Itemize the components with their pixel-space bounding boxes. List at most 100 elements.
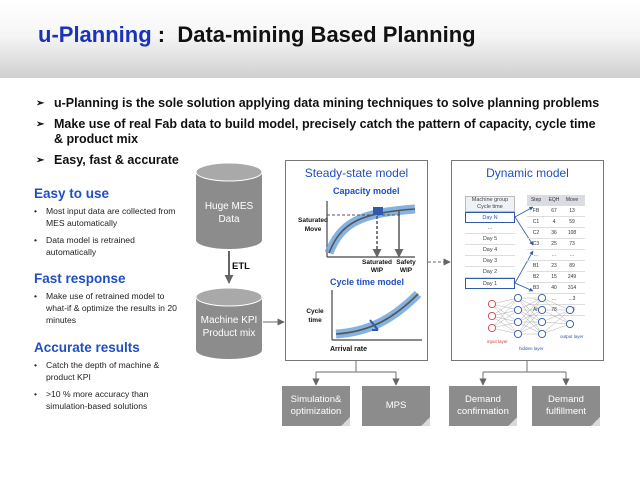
kpi-table-row: ......... — [527, 250, 585, 261]
output-box-label: Demand fulfillment — [545, 394, 587, 417]
item-text: Data model is retrained automatically — [46, 235, 135, 257]
item-text: Catch the depth of machine & product KPI — [46, 360, 160, 382]
nn-edge — [541, 309, 571, 323]
nn-node — [537, 317, 547, 327]
kpi-table-cell: 36 — [551, 230, 557, 236]
kpi-table-cell: 108 — [567, 230, 577, 236]
kpi-table-cell: 73 — [569, 241, 575, 247]
bullet-3: ➢ Easy, fast & accurate — [36, 153, 336, 168]
cycle-time-curve — [331, 290, 422, 341]
item-text: >10 % more accuracy than simulation-base… — [46, 389, 149, 411]
nn-node — [487, 311, 497, 321]
cycle-time-label: Cycle time — [306, 308, 324, 324]
section-heading-accurate: Accurate results — [34, 340, 140, 355]
brand-name: u-Planning — [38, 22, 152, 47]
nn-node — [513, 329, 523, 339]
kpi-cylinder — [195, 287, 263, 359]
kpi-table-cell: 13 — [569, 208, 575, 214]
nn-edge — [517, 297, 543, 323]
bullet-text: Make use of real Fab data to build model… — [54, 117, 596, 146]
output-box-corner — [591, 417, 600, 426]
nn-node — [537, 293, 547, 303]
nn-edge — [541, 323, 571, 335]
nn-node — [513, 293, 523, 303]
section-item: • >10 % more accuracy than simulation-ba… — [34, 388, 184, 412]
output-box-corner — [508, 417, 517, 426]
kpi-table-cell: B3 — [532, 285, 540, 291]
nn-edge — [517, 297, 543, 311]
kpi-table-cell: 59 — [569, 219, 575, 225]
capacity-model-title: Capacity model — [333, 186, 400, 196]
nn-edge — [517, 321, 543, 335]
output-layer-label: output layer — [560, 334, 584, 339]
kpi-table-header-cell: EQH — [548, 197, 560, 203]
bullet-marker: ➢ — [36, 119, 45, 130]
kpi-table-cell: B1 — [532, 263, 540, 269]
item-marker: • — [34, 291, 38, 301]
output-box-corner — [421, 417, 430, 426]
hidden-layer-label: hidden layer — [519, 346, 544, 351]
kpi-table-cell: ...3 — [568, 296, 576, 302]
item-marker: • — [34, 206, 38, 216]
nn-node — [565, 319, 575, 329]
section-item: • Make use of retrained model to what-if… — [34, 290, 184, 326]
day-item: Day 3 — [465, 256, 515, 267]
output-box-corner — [341, 417, 350, 426]
nn-node — [537, 329, 547, 339]
mes-data-label: Huge MES Data — [204, 201, 254, 225]
page-title: u-Planning : Data-mining Based Planning — [38, 22, 476, 48]
neural-network-diagram — [487, 293, 575, 339]
saturated-wip-label: Saturated WIP — [362, 259, 392, 274]
item-marker: • — [34, 389, 38, 399]
kpi-table-cell: B2 — [532, 274, 540, 280]
arrival-rate-label: Arrival rate — [330, 346, 367, 353]
nn-edge — [491, 297, 519, 329]
day-item: Day 1 — [465, 278, 515, 289]
item-marker: • — [34, 235, 38, 245]
day-item: ... — [465, 223, 515, 234]
kpi-table-row: C3 25 73 — [527, 239, 585, 250]
safety-wip-label: Safety WIP — [396, 259, 416, 274]
nn-edge — [491, 297, 519, 305]
bullet-1: ➢ u-Planning is the sole solution applyi… — [36, 96, 626, 111]
section-item: • Most input data are collected from MES… — [34, 205, 184, 229]
kpi-table-cell: C3 — [532, 241, 540, 247]
output-box-simulation: Simulation& optimization — [282, 386, 350, 426]
bullet-2: ➢ Make use of real Fab data to build mod… — [36, 117, 596, 147]
item-text: Most input data are collected from MES a… — [46, 206, 176, 228]
nn-node — [487, 299, 497, 309]
kpi-table-cell: 23 — [551, 263, 557, 269]
nn-edge — [491, 327, 519, 335]
dynamic-output-connectors — [479, 361, 570, 386]
kpi-label: Machine KPI Product mix — [200, 315, 258, 339]
section-heading-fast: Fast response — [34, 271, 126, 286]
bullet-marker: ➢ — [36, 155, 45, 166]
steady-state-title: Steady-state model — [304, 166, 409, 180]
kpi-table-cell: 67 — [551, 208, 557, 214]
title-band — [0, 0, 640, 78]
nn-edge — [541, 309, 571, 325]
bullet-text: u-Planning is the sole solution applying… — [54, 96, 600, 110]
title-separator: : — [151, 22, 178, 47]
day-item: Day 5 — [465, 234, 515, 245]
section-item: • Catch the depth of machine & product K… — [34, 359, 184, 383]
nn-edge — [517, 309, 543, 335]
section-item: • Data model is retrained automatically — [34, 234, 184, 258]
nn-node — [487, 323, 497, 333]
input-layer-label: input layer — [487, 339, 508, 344]
day-item: Day 2 — [465, 267, 515, 278]
kpi-table-cell: 314 — [567, 285, 577, 291]
kpi-table-header-cell: Move — [565, 197, 579, 203]
kpi-table-cell: C1 — [532, 219, 540, 225]
kpi-table-cell: 25 — [551, 241, 557, 247]
kpi-table-cell: ... — [533, 252, 539, 258]
saturated-move-label: Saturated Move — [298, 217, 328, 233]
